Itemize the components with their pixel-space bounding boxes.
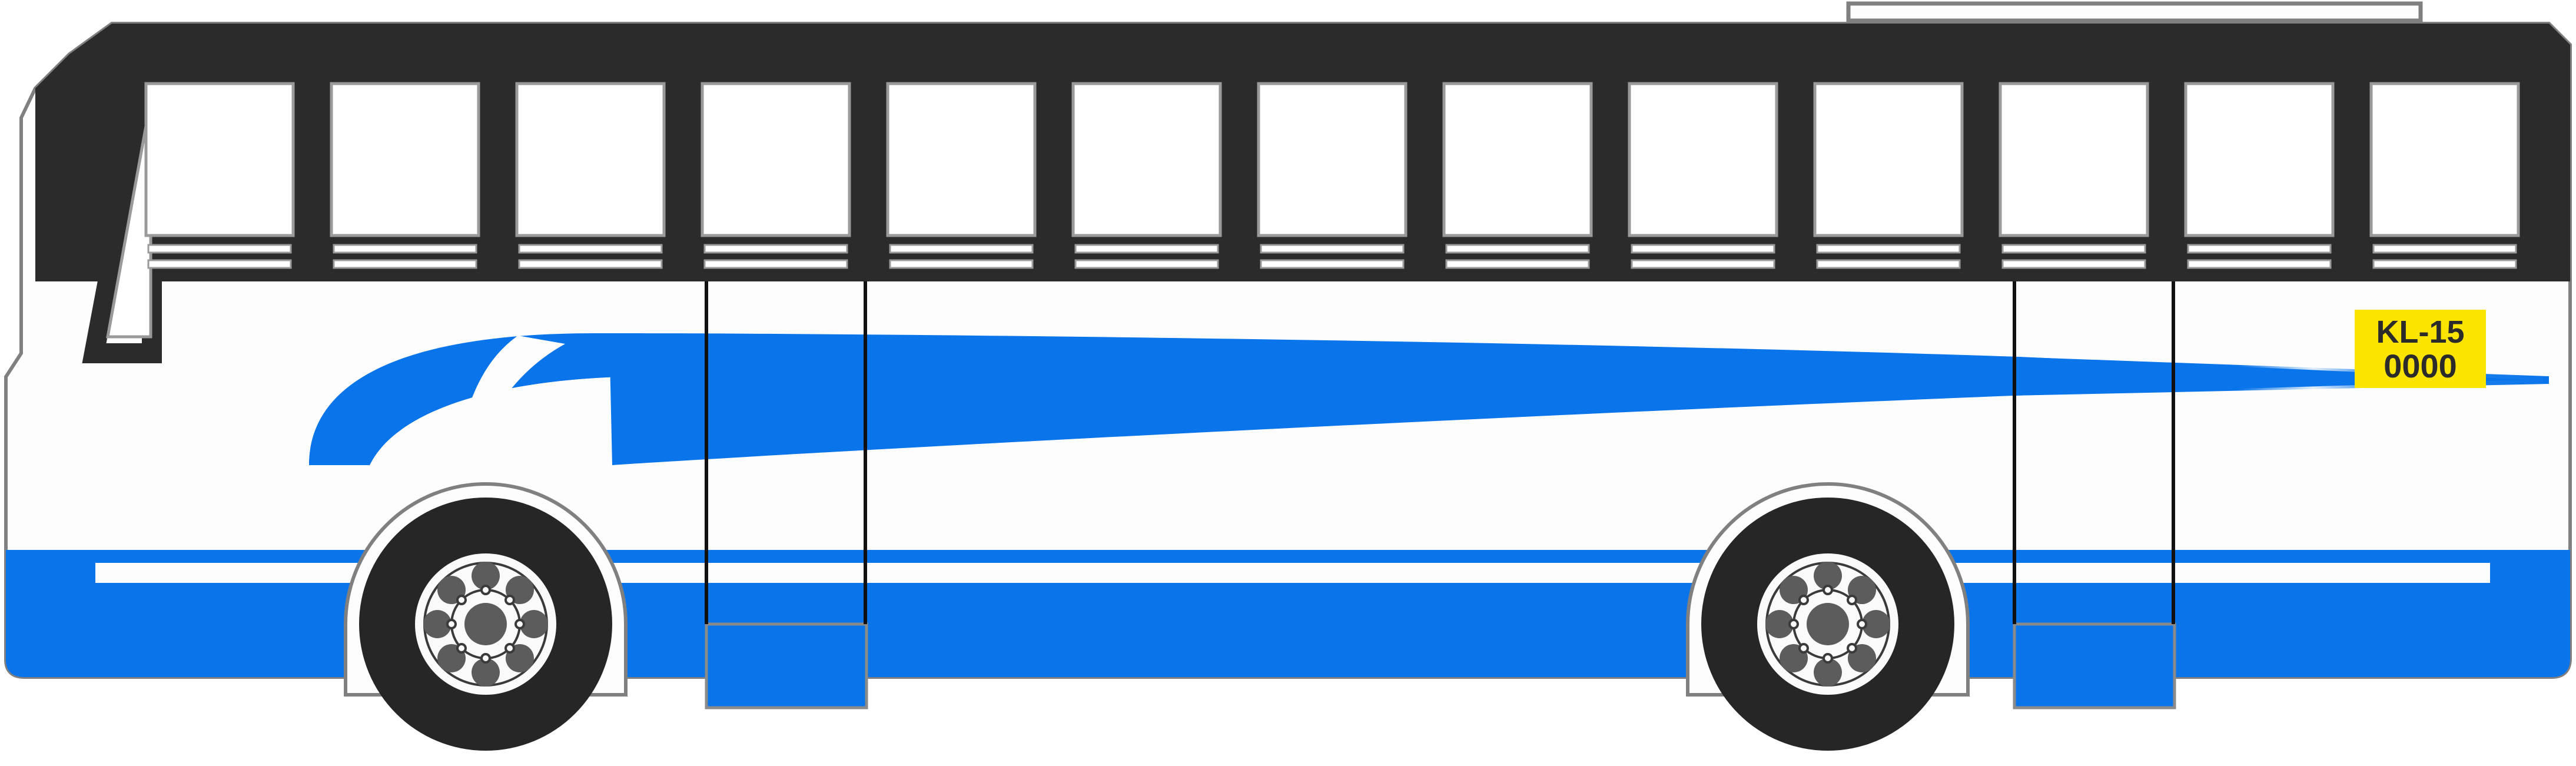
- window-pane: [330, 82, 480, 237]
- license-plate-line-1: KL-15: [2376, 314, 2464, 350]
- window-sill-strip: [333, 259, 477, 269]
- front-luggage-door-flap: [705, 622, 868, 709]
- front-wheel-lug-nut: [446, 619, 457, 629]
- window-pane: [515, 82, 666, 237]
- front-wheel-lug-nut: [480, 585, 491, 595]
- wheel-group: [359, 498, 1954, 751]
- front-wheel-lug-nut: [480, 653, 491, 664]
- rear-wheel-lug-nut: [1788, 619, 1799, 629]
- window-sill-strip: [2001, 259, 2146, 269]
- window-pane: [1999, 82, 2149, 237]
- passenger-window-10: [1813, 82, 1964, 269]
- front-wheel: [359, 498, 612, 751]
- window-pane: [1442, 82, 1593, 237]
- rear-luggage-door-flap: [2013, 622, 2176, 709]
- passenger-window-11: [1999, 82, 2149, 269]
- window-pane: [886, 82, 1037, 237]
- passenger-window-3: [515, 82, 666, 269]
- passenger-window-13: [2369, 82, 2520, 269]
- rear-wheel-lug-nut: [1798, 643, 1809, 654]
- window-pane: [1071, 82, 1222, 237]
- blue-body-swoosh-decal: [309, 333, 2549, 465]
- window-pane: [1628, 82, 1778, 237]
- rear-wheel-lug-nut: [1857, 619, 1867, 629]
- front-wheel-vent: [472, 562, 500, 590]
- front-wheel-lug-nut: [514, 619, 525, 629]
- roof-air-unit: [1846, 1, 2423, 23]
- window-sill-strip: [1260, 244, 1405, 254]
- window-sill-strip: [147, 259, 292, 269]
- window-sill-strip: [2187, 259, 2332, 269]
- front-wheel-lug-nut: [504, 594, 516, 605]
- rear-wheel-vent: [1765, 610, 1794, 638]
- passenger-window-7: [1257, 82, 1407, 269]
- window-sill-strip: [1074, 259, 1219, 269]
- window-sill-strip: [1445, 259, 1590, 269]
- passenger-window-9: [1628, 82, 1778, 269]
- rear-wheel-lug-nut: [1823, 585, 1833, 595]
- rear-wheel-vent: [1862, 610, 1890, 638]
- window-sill-strip: [1631, 259, 1775, 269]
- rear-wheel-hub: [1807, 603, 1849, 645]
- rear-wheel-lug-nut: [1823, 653, 1833, 664]
- front-wheel-lug-nut: [456, 643, 467, 654]
- window-sill-strip: [1260, 259, 1405, 269]
- window-sill-strip: [1631, 244, 1775, 254]
- front-wheel-hub: [464, 603, 507, 645]
- window-pane: [144, 82, 295, 237]
- window-sill-strip: [333, 244, 477, 254]
- window-pane: [701, 82, 851, 237]
- passenger-window-row: [144, 82, 2520, 269]
- window-sill-strip: [703, 259, 848, 269]
- license-plate-background: [2355, 310, 2486, 388]
- window-sill-strip: [2372, 244, 2517, 254]
- window-sill-strip: [2187, 244, 2332, 254]
- license-plate-line-2: 0000: [2384, 347, 2457, 384]
- window-sill-strip: [703, 244, 848, 254]
- rear-wheel-lug-nut: [1847, 643, 1858, 654]
- window-sill-strip: [889, 259, 1034, 269]
- rear-wheel-lug-nut: [1847, 594, 1858, 605]
- passenger-window-5: [886, 82, 1037, 269]
- window-sill-strip: [2001, 244, 2146, 254]
- front-wheel-lug-nut: [456, 594, 467, 605]
- passenger-window-6: [1071, 82, 1222, 269]
- window-pane: [2369, 82, 2520, 237]
- rear-wheel: [1701, 498, 1954, 751]
- window-sill-strip: [1816, 244, 1961, 254]
- window-pane: [1813, 82, 1964, 237]
- passenger-window-4: [701, 82, 851, 269]
- front-wheel-vent: [520, 610, 548, 638]
- front-wheel-vent: [423, 610, 452, 638]
- window-sill-strip: [1816, 259, 1961, 269]
- window-sill-strip: [518, 259, 663, 269]
- passenger-window-2: [330, 82, 480, 269]
- body-panel-line-group: [705, 281, 2175, 624]
- window-sill-strip: [2372, 259, 2517, 269]
- window-pane: [2184, 82, 2335, 237]
- window-sill-strip: [518, 244, 663, 254]
- passenger-window-12: [2184, 82, 2335, 269]
- window-sill-strip: [147, 244, 292, 254]
- passenger-window-1: [144, 82, 295, 269]
- window-sill-strip: [889, 244, 1034, 254]
- skirt-flap-group: [705, 622, 2176, 709]
- passenger-window-8: [1442, 82, 1593, 269]
- front-wheel-vent: [472, 658, 500, 687]
- rear-wheel-vent: [1814, 562, 1842, 590]
- window-pane: [1257, 82, 1407, 237]
- window-sill-strip: [1445, 244, 1590, 254]
- rear-wheel-vent: [1814, 658, 1842, 687]
- rear-wheel-lug-nut: [1798, 594, 1809, 605]
- front-wheel-lug-nut: [504, 643, 516, 654]
- window-sill-strip: [1074, 244, 1219, 254]
